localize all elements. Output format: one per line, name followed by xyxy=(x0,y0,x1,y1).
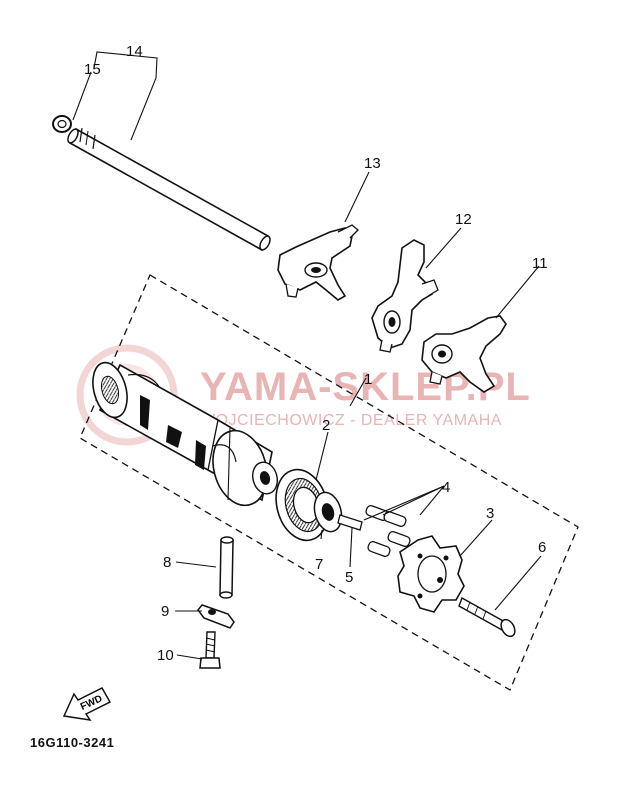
callout-7: 7 xyxy=(315,556,323,573)
callout-12: 12 xyxy=(455,211,472,228)
pins-part-4 xyxy=(365,505,411,557)
drum-segment-part-3 xyxy=(397,535,465,613)
segment-part-7 xyxy=(313,491,343,533)
callout-14: 14 xyxy=(126,43,143,60)
callout-15: 15 xyxy=(84,61,101,78)
pin-part-5 xyxy=(337,514,363,531)
callout-3: 3 xyxy=(486,505,494,522)
fwd-arrow-icon: FWD xyxy=(62,687,112,722)
callout-6: 6 xyxy=(538,539,546,556)
shift-fork-part-13 xyxy=(277,224,359,301)
screw-part-6 xyxy=(458,596,516,638)
callout-5: 5 xyxy=(345,569,353,586)
plate-part-9 xyxy=(197,604,235,629)
callout-9: 9 xyxy=(161,603,169,620)
callout-2: 2 xyxy=(322,417,330,434)
shift-fork-part-11 xyxy=(421,315,507,393)
callout-4: 4 xyxy=(442,479,450,496)
callout-10: 10 xyxy=(157,647,174,664)
shift-drum-part-1 xyxy=(92,361,279,507)
guide-bar-part-14 xyxy=(67,127,271,252)
callout-8: 8 xyxy=(163,554,171,571)
bolt-part-10 xyxy=(199,631,221,669)
circlip-part-15 xyxy=(52,115,72,133)
callout-1: 1 xyxy=(364,371,372,388)
callout-13: 13 xyxy=(364,155,381,172)
watermark-subtitle: WOJCIECHOWICZ - DEALER YAMAHA xyxy=(200,412,502,429)
drawing-number: 16G110-3241 xyxy=(30,735,115,750)
shift-fork-part-12 xyxy=(371,239,439,353)
callout-11: 11 xyxy=(532,255,548,272)
leader-lines xyxy=(72,51,542,660)
long-pin-part-8 xyxy=(219,536,234,599)
